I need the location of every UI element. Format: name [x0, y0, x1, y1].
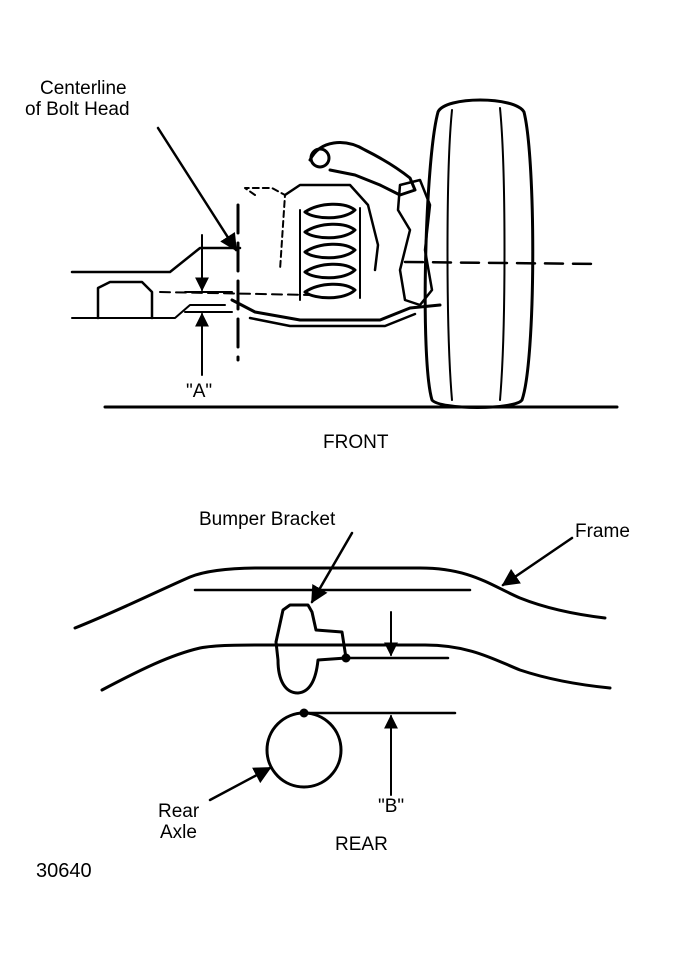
centerline-label: Centerline — [40, 78, 127, 99]
upper-control-arm — [308, 141, 417, 197]
bumper-bracket — [274, 603, 348, 695]
tire-tread-line-left — [446, 109, 453, 401]
frame-rail — [70, 246, 242, 274]
lower-control-arm — [230, 298, 442, 322]
coil-spring — [299, 202, 361, 301]
spring-tower — [283, 183, 380, 272]
bumper-bracket-label: Bumper Bracket — [199, 509, 336, 530]
upper-arm-pivot — [309, 147, 331, 169]
bolt-head-label: of Bolt Head — [25, 99, 130, 120]
centerline-leader — [156, 126, 238, 252]
front-view — [70, 98, 619, 409]
bolt-head-reference-line — [159, 291, 311, 296]
rear-axle-label-line2: Axle — [160, 822, 197, 843]
front-caption: FRONT — [323, 432, 389, 453]
frame-leader — [501, 536, 574, 587]
dimension-b-label: "B" — [378, 796, 405, 817]
lower-arm-bottom — [248, 312, 417, 328]
frame-bottom — [100, 643, 612, 692]
rear-axle-label-line1: Rear — [158, 801, 200, 822]
figure-number: 30640 — [36, 860, 92, 882]
bumper-block — [96, 280, 154, 320]
rear-axle — [265, 711, 343, 789]
rear-caption: REAR — [335, 834, 388, 855]
spring-tower-left — [244, 187, 286, 271]
frame-top — [73, 566, 607, 630]
rear-view — [73, 531, 612, 802]
dimension-a-label: "A" — [186, 381, 213, 402]
frame-rail-lower — [71, 304, 226, 319]
front-tire — [423, 98, 535, 409]
frame-label: Frame — [575, 521, 630, 542]
axle-centerline — [403, 260, 602, 266]
steering-knuckle — [396, 178, 434, 307]
bumper-bracket-leader — [310, 531, 354, 604]
tire-tread-line-right — [499, 107, 506, 401]
rear-axle-leader — [208, 766, 272, 802]
